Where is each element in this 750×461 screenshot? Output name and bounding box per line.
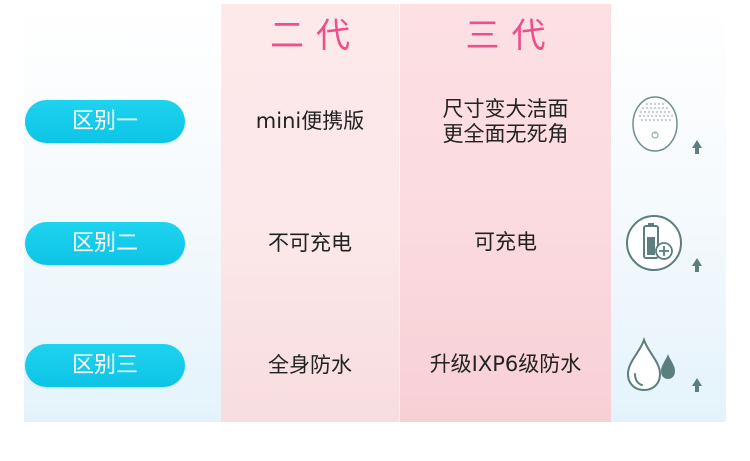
row3-gen3-line1: 升级IXP6级防水 — [429, 352, 582, 376]
row1-gen3-line1: 尺寸变大洁面 — [442, 97, 569, 121]
row3-gen2-value: 全身防水 — [268, 353, 352, 377]
row1-gen3-line2: 更全面无死角 — [442, 122, 569, 146]
row1-gen2-value: mini便携版 — [255, 109, 365, 133]
row-label-difference-3: 区别三 — [25, 344, 185, 387]
gen3-header: 三代 — [465, 16, 558, 56]
cleansing-device-icon — [620, 92, 710, 162]
gen3-column-background — [400, 4, 611, 422]
row2-gen3-line1: 可充电 — [474, 230, 537, 254]
battery-charge-icon — [620, 210, 710, 280]
water-drop-icon — [620, 330, 710, 400]
row2-gen2-value: 不可充电 — [268, 231, 352, 255]
row3-gen3-value: 升级IXP6级防水 — [400, 352, 611, 377]
gen2-column-background — [221, 4, 399, 422]
row2-gen3-value: 可充电 — [400, 230, 611, 255]
row1-gen3-value: 尺寸变大洁面 更全面无死角 — [400, 97, 611, 147]
gen2-header: 二代 — [270, 16, 362, 56]
row-label-difference-1: 区别一 — [25, 100, 185, 143]
row-label-difference-2: 区别二 — [25, 222, 185, 265]
